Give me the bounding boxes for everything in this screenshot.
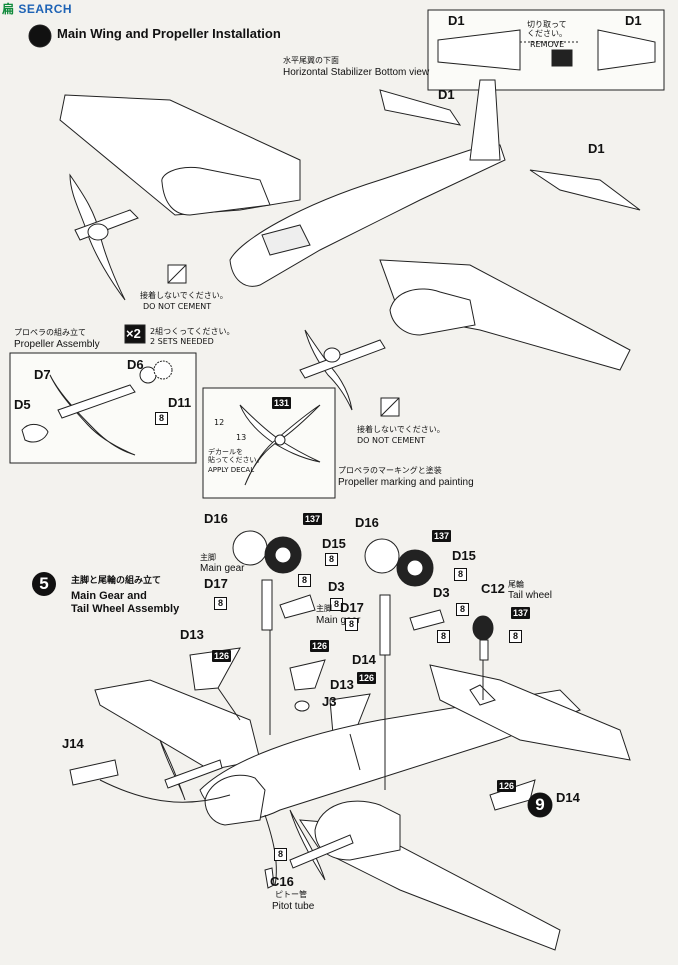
- part-d5: D5: [14, 397, 31, 412]
- color-8-left-c: 8: [330, 598, 343, 611]
- part-j14: J14: [62, 736, 84, 751]
- color-131: 131: [272, 397, 292, 409]
- color-126-c: 126: [357, 672, 377, 684]
- part-d17-left: D17: [204, 576, 228, 591]
- part-c12: C12: [481, 581, 505, 596]
- dnc-label-en-1: DO NOT CEMENT: [143, 302, 212, 311]
- color-8-right-a: 8: [456, 603, 469, 616]
- watermark-logo: 扁 SEARCH: [2, 2, 73, 16]
- step5-title-en2: Tail Wheel Assembly: [71, 603, 180, 615]
- dnc-label-jp-2: 接着しないでください。: [357, 425, 445, 434]
- color-13: 13: [236, 433, 247, 442]
- color-137-left: 137: [303, 513, 323, 525]
- lower-aircraft: [94, 664, 631, 951]
- step5-title-jp: 主脚と尾輪の組み立て: [71, 576, 162, 586]
- color-8-right-b: 8: [345, 618, 358, 631]
- color-8-left-a: 8: [298, 574, 311, 587]
- part-c16: C16: [270, 874, 294, 889]
- part-d6: D6: [127, 357, 144, 372]
- part-d15-left: D15: [322, 536, 346, 551]
- part-d11: D11: [168, 395, 192, 410]
- part-d3-right: D3: [433, 585, 450, 600]
- part-d1-stab-top: D1: [438, 87, 455, 102]
- color-8-pitot: 8: [274, 848, 287, 861]
- part-d14-upper: D14: [352, 652, 376, 667]
- part-d1-right: D1: [625, 13, 642, 28]
- propeller-marking-box: [202, 387, 336, 499]
- color-12: 12: [214, 418, 225, 427]
- color-8-tail: 8: [509, 630, 522, 643]
- part-d1-left: D1: [448, 13, 465, 28]
- x2-badge: ×2: [126, 326, 141, 341]
- main-gear-jp-right: 主脚: [316, 604, 332, 613]
- main-gear-en-left: Main gear: [200, 563, 245, 574]
- color-8-right-c: 8: [437, 630, 450, 643]
- step5-title-en1: Main Gear and: [71, 590, 147, 602]
- color-8-d15-right: 8: [454, 568, 467, 581]
- stab-label-en: Horizontal Stabilizer Bottom view: [283, 67, 430, 78]
- part-d13-left: D13: [180, 627, 204, 642]
- decal-label-jp: デカールを 貼ってください。: [208, 448, 264, 464]
- color-126-b: 126: [310, 640, 330, 652]
- upper-aircraft: [59, 79, 641, 371]
- x2-label-en: 2 SETS NEEDED: [150, 337, 214, 346]
- remove-label-en: REMOVE: [530, 40, 565, 49]
- part-d15-right: D15: [452, 548, 476, 563]
- step5-number: 5: [32, 572, 56, 596]
- prop-assembly-en: Propeller Assembly: [14, 339, 100, 350]
- main-gear-en-right: Main gear: [316, 615, 361, 626]
- color-8-d15-left: 8: [325, 553, 338, 566]
- prop-assembly-jp: プロペラの組み立て: [14, 328, 86, 337]
- part-d13-right: D13: [330, 677, 354, 692]
- pitot-jp: ピトー管: [275, 890, 307, 899]
- main-gear-jp-left: 主脚: [200, 553, 216, 562]
- color-126-a: 126: [212, 650, 232, 662]
- color-8-prop: 8: [155, 412, 168, 425]
- dnc-label-jp-1: 接着しないでください。: [140, 291, 228, 300]
- part-d3-left: D3: [328, 579, 345, 594]
- dnc-label-en-2: DO NOT CEMENT: [357, 436, 426, 445]
- color-8-left-b: 8: [214, 597, 227, 610]
- step4-title: Main Wing and Propeller Installation: [57, 26, 281, 41]
- part-d7: D7: [34, 367, 51, 382]
- tail-wheel-en: Tail wheel: [508, 590, 552, 601]
- remove-label-jp: 切り取って ください。: [527, 20, 567, 38]
- stab-label-jp: 水平尾翼の下面: [283, 56, 339, 65]
- step9-number: 9: [528, 793, 552, 817]
- color-126-d: 126: [497, 780, 517, 792]
- pitot-en: Pitot tube: [272, 901, 315, 912]
- part-d14-lower: D14: [556, 790, 580, 805]
- step4-number-circle: [28, 24, 52, 48]
- marking-label-jp: プロペラのマーキングと塗装: [338, 466, 442, 475]
- part-d16-right: D16: [355, 515, 379, 530]
- tail-wheel-jp: 尾輪: [508, 580, 524, 589]
- x2-label-jp: 2組つくってください。: [150, 327, 235, 336]
- part-d16-left: D16: [204, 511, 228, 526]
- part-d17-right: D17: [340, 600, 364, 615]
- marking-label-en: Propeller marking and painting: [338, 477, 474, 488]
- color-137-tail: 137: [511, 607, 531, 619]
- color-137-right: 137: [432, 530, 452, 542]
- decal-label-en: APPLY DECAL: [208, 466, 255, 474]
- part-d1-stab-right: D1: [588, 141, 605, 156]
- part-j3: J3: [322, 694, 337, 709]
